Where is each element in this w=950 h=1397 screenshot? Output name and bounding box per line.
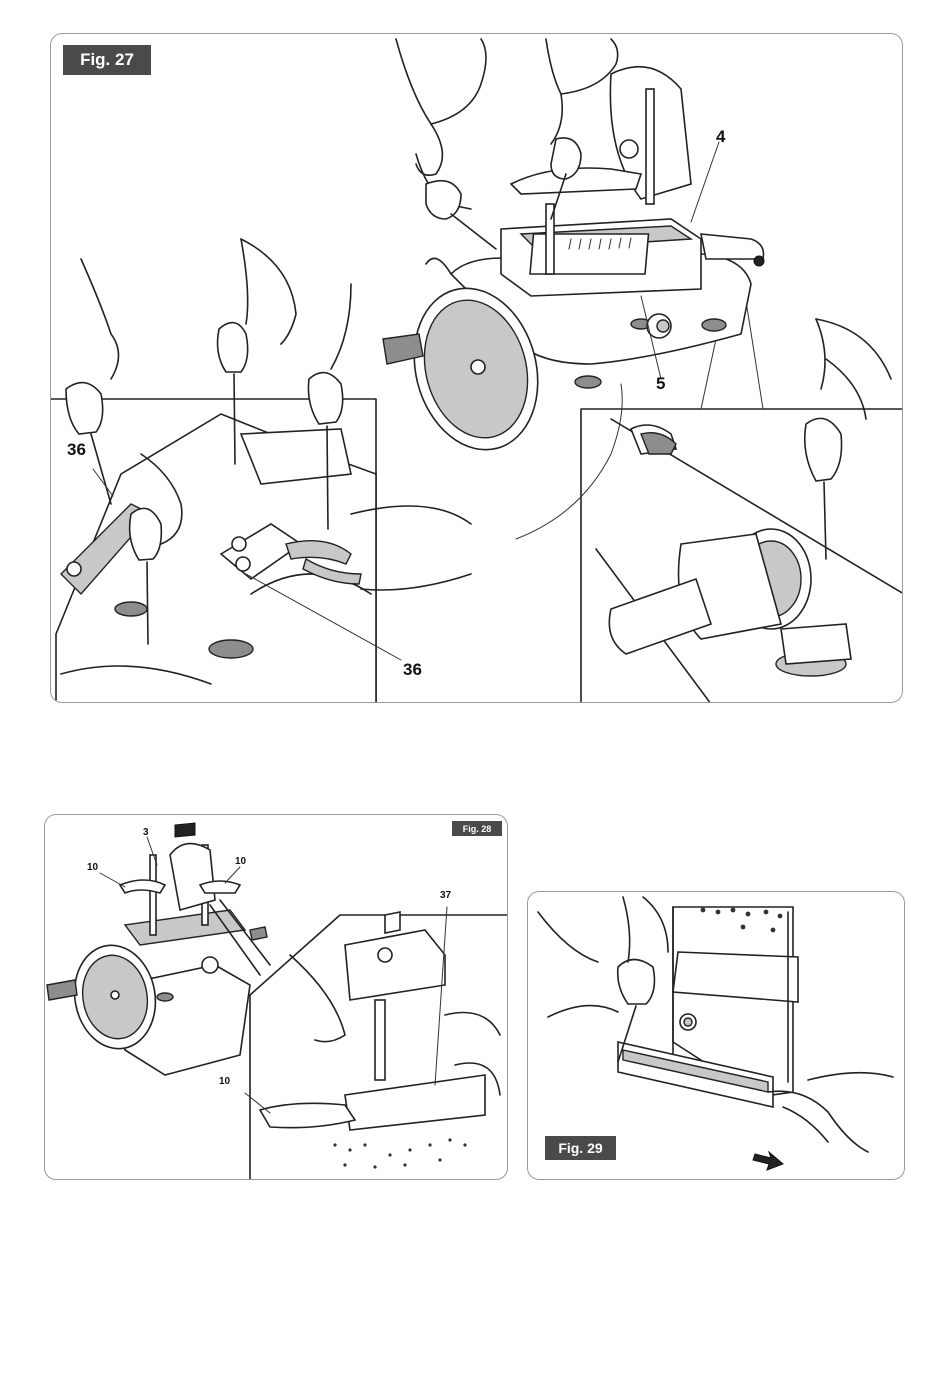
fig28-detail [245,907,500,1169]
callout-10-detail: 10 [219,1076,230,1087]
figure-27-label: Fig. 27 [63,45,151,75]
callout-37: 37 [440,890,451,901]
figure-29-label: Fig. 29 [545,1136,616,1160]
fig28-illustration [45,815,508,1180]
fig27-illustration [51,34,903,703]
callout-4: 4 [716,127,725,147]
hands-top [396,39,618,249]
slicer-top-view [383,67,764,539]
callout-10-left: 10 [87,862,98,873]
callout-36-top: 36 [67,440,86,460]
callout-36-bottom: 36 [403,660,422,680]
callout-10-right: 10 [235,856,246,867]
figure-29-panel: Fig. 29 [527,891,905,1180]
left-inset-illustration [56,239,471,703]
callout-5: 5 [656,374,665,394]
figure-28-label: Fig. 28 [452,821,502,836]
right-inset-illustration [596,319,903,703]
callout-3: 3 [143,827,149,838]
figure-28-panel: Fig. 28 3 10 10 37 10 [44,814,508,1180]
figure-27-panel: Fig. 27 4 5 36 36 [50,33,903,703]
right-arrow-icon [753,1152,783,1170]
